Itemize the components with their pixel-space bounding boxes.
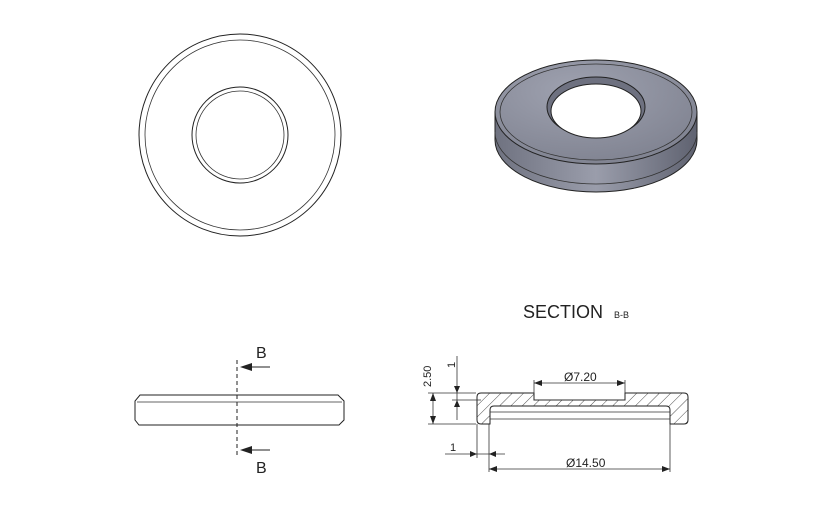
- cut-label-top: B: [256, 345, 267, 362]
- outer-diameter-dimension: Ø14.50: [566, 456, 606, 470]
- top-view: [138, 33, 342, 237]
- counterbore-depth-dimension: 1: [446, 362, 458, 368]
- thickness-dimension: 2.50: [422, 366, 434, 387]
- side-view: B B: [134, 345, 345, 477]
- step-width-dimension: 1: [450, 442, 456, 454]
- cut-label-bottom: B: [256, 460, 267, 477]
- section-title: SECTION: [523, 302, 603, 322]
- section-view: SECTION B-B 2.50 1 Ø7.20 1 Ø14.50: [422, 302, 689, 472]
- section-label: B-B: [614, 310, 629, 320]
- hole-diameter-dimension: Ø7.20: [564, 370, 597, 384]
- isometric-view: [494, 59, 698, 193]
